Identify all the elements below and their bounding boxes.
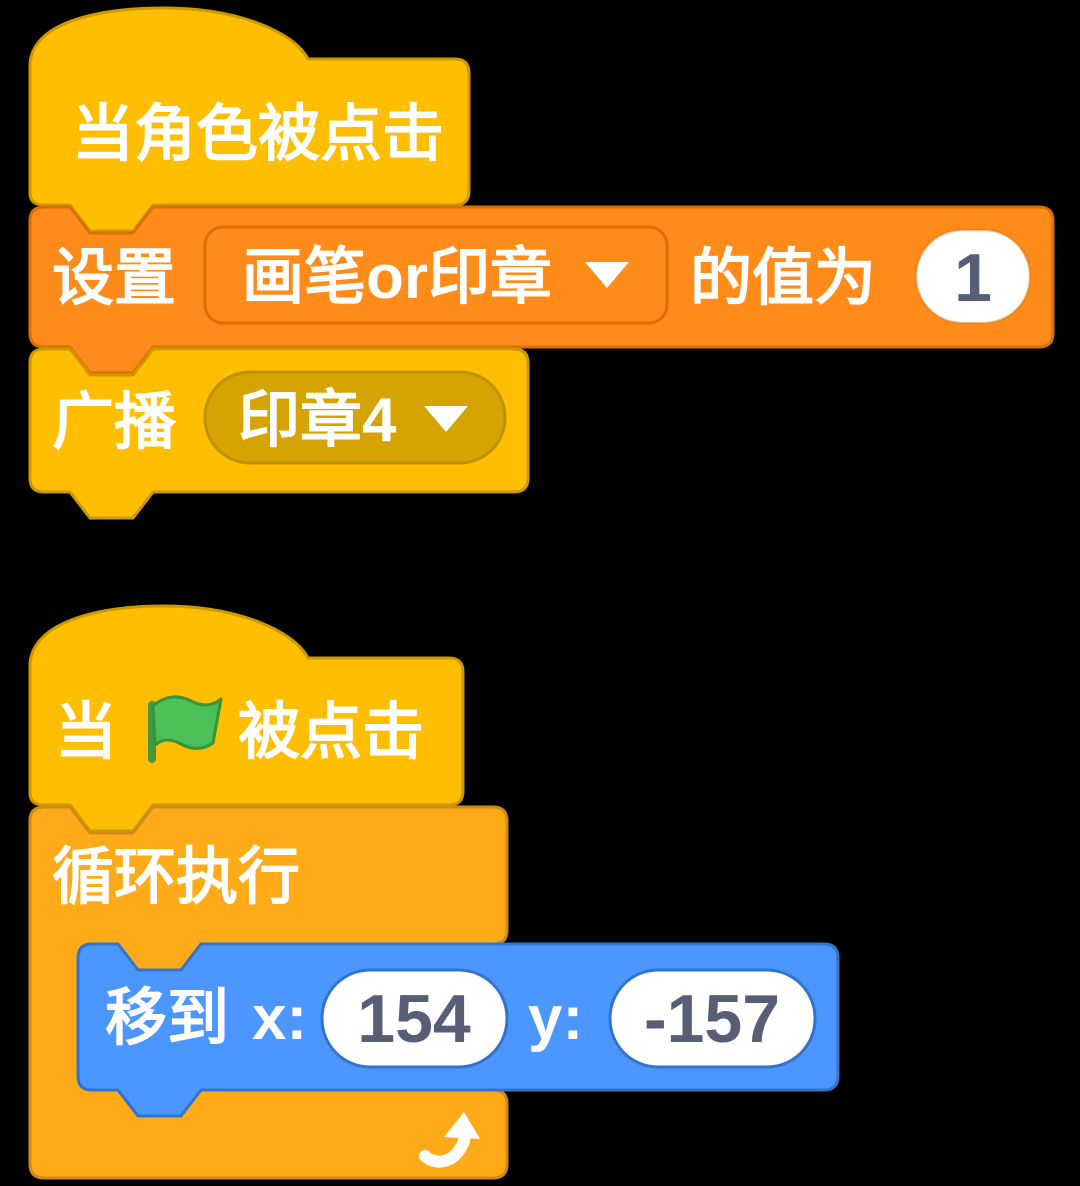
set-to-label: 的值为 (690, 244, 876, 313)
y-input-text: -157 (644, 981, 780, 1057)
y-input[interactable] (608, 968, 817, 1069)
broadcast-message-value: 印章4 (238, 386, 397, 455)
when-flag-clicked-hat-block[interactable]: 当 被点击 (28, 604, 465, 833)
value-input-text: 1 (954, 240, 992, 316)
x-input-text: 154 (357, 981, 471, 1057)
loop-arrow-icon (419, 1112, 480, 1168)
broadcast-message-dropdown[interactable] (203, 370, 507, 465)
broadcast-label: 广播 (52, 388, 177, 457)
dropdown-arrow-icon[interactable] (424, 406, 468, 432)
hat-block-label: 当角色被点击 (72, 100, 444, 169)
x-input[interactable] (320, 968, 509, 1069)
clicked-label: 被点击 (238, 698, 424, 767)
when-sprite-clicked-hat-block[interactable]: 当角色被点击 (28, 6, 471, 233)
green-flag-icon (148, 695, 223, 763)
y-label: y: (528, 984, 583, 1053)
set-variable-block[interactable]: 设置 画笔or印章 的值为 1 (28, 205, 1055, 375)
goto-xy-block[interactable]: 移到 x: 154 y: -157 (76, 942, 840, 1118)
broadcast-block[interactable]: 广播 印章4 (28, 347, 530, 520)
flag-cloth (151, 695, 223, 750)
goto-label: 移到 (105, 984, 229, 1053)
set-label: 设置 (52, 244, 176, 313)
variable-dropdown[interactable] (203, 225, 669, 325)
value-input[interactable] (914, 228, 1032, 325)
when-label: 当 (55, 698, 117, 767)
dropdown-arrow-icon[interactable] (585, 262, 629, 288)
variable-dropdown-value: 画笔or印章 (242, 243, 552, 312)
x-label: x: (252, 984, 307, 1053)
forever-label: 循环执行 (52, 843, 300, 912)
